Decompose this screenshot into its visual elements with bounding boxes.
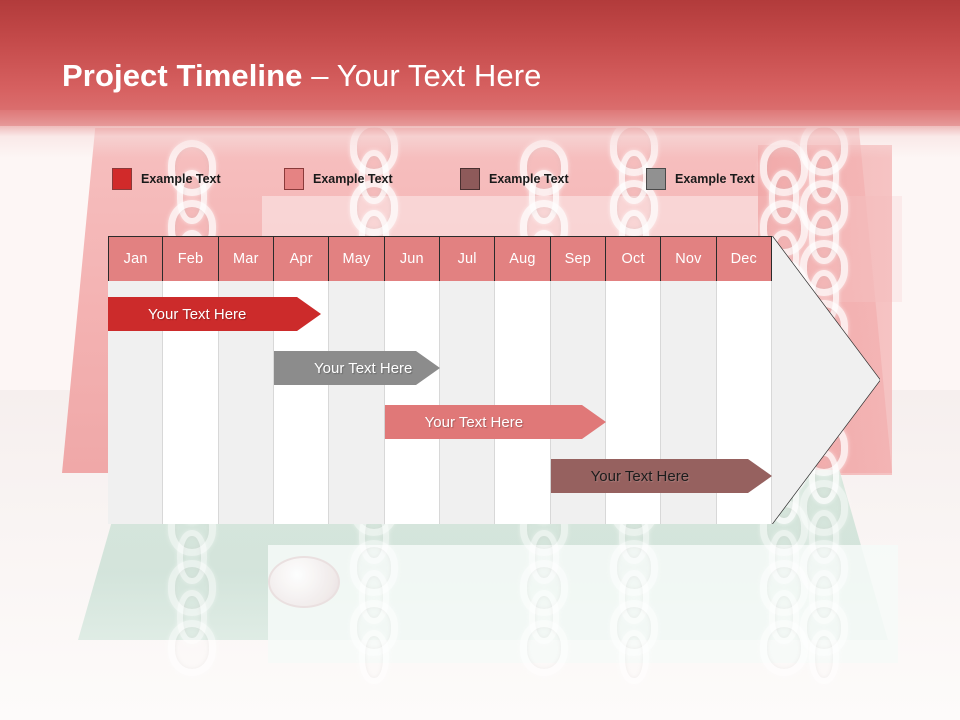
task-bar[interactable]: Your Text Here xyxy=(551,459,772,493)
legend-item[interactable]: Example Text xyxy=(460,168,569,190)
chain-link xyxy=(809,630,839,684)
legend: Example Text Example Text Example Text Exam… xyxy=(112,168,812,194)
chain-link xyxy=(350,600,398,656)
legend-item-label: Example Text xyxy=(489,171,569,186)
background-green-binder-knob xyxy=(268,556,340,608)
task-bar-label: Your Text Here xyxy=(424,413,524,431)
month-column-body xyxy=(551,281,606,524)
month-header-jun[interactable]: Jun xyxy=(384,236,440,281)
chain-link xyxy=(769,590,799,644)
task-bar[interactable]: Your Text Here xyxy=(108,297,321,331)
chain-link xyxy=(168,560,216,616)
month-header-apr[interactable]: Apr xyxy=(273,236,330,281)
chain-link xyxy=(610,540,658,596)
month-header-jan[interactable]: Jan xyxy=(108,236,164,281)
task-bar-label: Your Text Here xyxy=(590,467,690,485)
chain-link xyxy=(520,560,568,616)
month-header-dec[interactable]: Dec xyxy=(716,236,772,281)
header-band xyxy=(0,0,960,126)
chain-link xyxy=(769,530,799,584)
chain-link xyxy=(350,540,398,596)
month-column-body xyxy=(661,281,717,524)
background-green-binder-lip xyxy=(268,545,898,663)
month-column-body xyxy=(440,281,496,524)
chain-link xyxy=(809,570,839,624)
month-header-may[interactable]: May xyxy=(329,236,385,281)
chain-link xyxy=(800,600,848,656)
legend-item-label: Example Text xyxy=(675,171,755,186)
month-column-body xyxy=(495,281,551,524)
legend-swatch-icon xyxy=(646,168,666,190)
chain-link xyxy=(177,590,207,644)
month-column-mar: Mar xyxy=(218,236,274,524)
month-header-aug[interactable]: Aug xyxy=(495,236,551,281)
legend-swatch-icon xyxy=(112,168,132,190)
legend-swatch-icon xyxy=(460,168,480,190)
month-header-feb[interactable]: Feb xyxy=(163,236,219,281)
month-column-feb: Feb xyxy=(163,236,219,524)
month-column-body xyxy=(385,281,440,524)
month-column-body xyxy=(108,281,164,524)
legend-swatch-icon xyxy=(284,168,304,190)
month-header-sep[interactable]: Sep xyxy=(550,236,606,281)
page-title-strong: Project Timeline xyxy=(62,58,303,93)
page-title-light: – Your Text Here xyxy=(302,58,542,93)
month-header-nov[interactable]: Nov xyxy=(661,236,717,281)
legend-item-label: Example Text xyxy=(141,171,221,186)
chain-link xyxy=(529,530,559,584)
month-column-aug: Aug xyxy=(495,236,551,524)
task-bar-label: Your Text Here xyxy=(148,305,247,323)
chain-link xyxy=(359,570,389,624)
chain-link xyxy=(809,150,839,204)
chain-link xyxy=(619,570,649,624)
chain-link xyxy=(760,560,808,616)
month-column-jul: Jul xyxy=(439,236,496,524)
month-column-body xyxy=(606,281,662,524)
legend-item[interactable]: Example Text xyxy=(112,168,221,190)
task-bar[interactable]: Your Text Here xyxy=(385,405,606,439)
chain-link xyxy=(619,630,649,684)
task-bar-label: Your Text Here xyxy=(314,359,413,377)
month-header-oct[interactable]: Oct xyxy=(605,236,662,281)
month-column-body xyxy=(219,281,274,524)
chain-link xyxy=(520,620,568,676)
chain-link xyxy=(760,620,808,676)
month-column-body xyxy=(163,281,219,524)
chain-link xyxy=(610,600,658,656)
chain-link xyxy=(177,530,207,584)
legend-item[interactable]: Example Text xyxy=(646,168,755,190)
month-header-mar[interactable]: Mar xyxy=(218,236,274,281)
chain-link xyxy=(800,540,848,596)
month-column-body xyxy=(717,281,772,524)
chain-link xyxy=(529,590,559,644)
task-bar[interactable]: Your Text Here xyxy=(274,351,440,385)
month-column-body xyxy=(329,281,385,524)
month-column-body xyxy=(274,281,330,524)
header-top-rule xyxy=(108,236,772,237)
chain-link xyxy=(359,630,389,684)
month-column-jan: Jan xyxy=(108,236,164,524)
legend-item-label: Example Text xyxy=(313,171,393,186)
chain-link xyxy=(168,620,216,676)
month-header-jul[interactable]: Jul xyxy=(439,236,496,281)
page-title: Project Timeline – Your Text Here xyxy=(62,58,541,94)
legend-item[interactable]: Example Text xyxy=(284,168,393,190)
